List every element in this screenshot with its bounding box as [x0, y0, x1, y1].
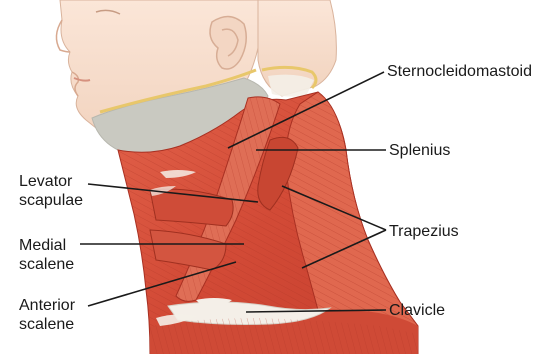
label-splenius: Splenius — [389, 141, 450, 160]
label-anterior-line-1: Anterior — [19, 296, 75, 315]
label-clavicle: Clavicle — [389, 301, 445, 320]
label-trapezius: Trapezius — [389, 222, 459, 241]
label-levator-line-2: scapulae — [19, 191, 83, 210]
label-levator-line-1: Levator — [19, 172, 83, 191]
label-levator-scapulae: Levator scapulae — [19, 172, 83, 210]
label-medial-scalene: Medial scalene — [19, 236, 74, 274]
label-medial-line-1: Medial — [19, 236, 74, 255]
label-medial-line-2: scalene — [19, 255, 74, 274]
label-anterior-scalene: Anterior scalene — [19, 296, 75, 334]
label-sternocleidomastoid: Sternocleidomastoid — [387, 62, 532, 81]
label-anterior-line-2: scalene — [19, 315, 75, 334]
